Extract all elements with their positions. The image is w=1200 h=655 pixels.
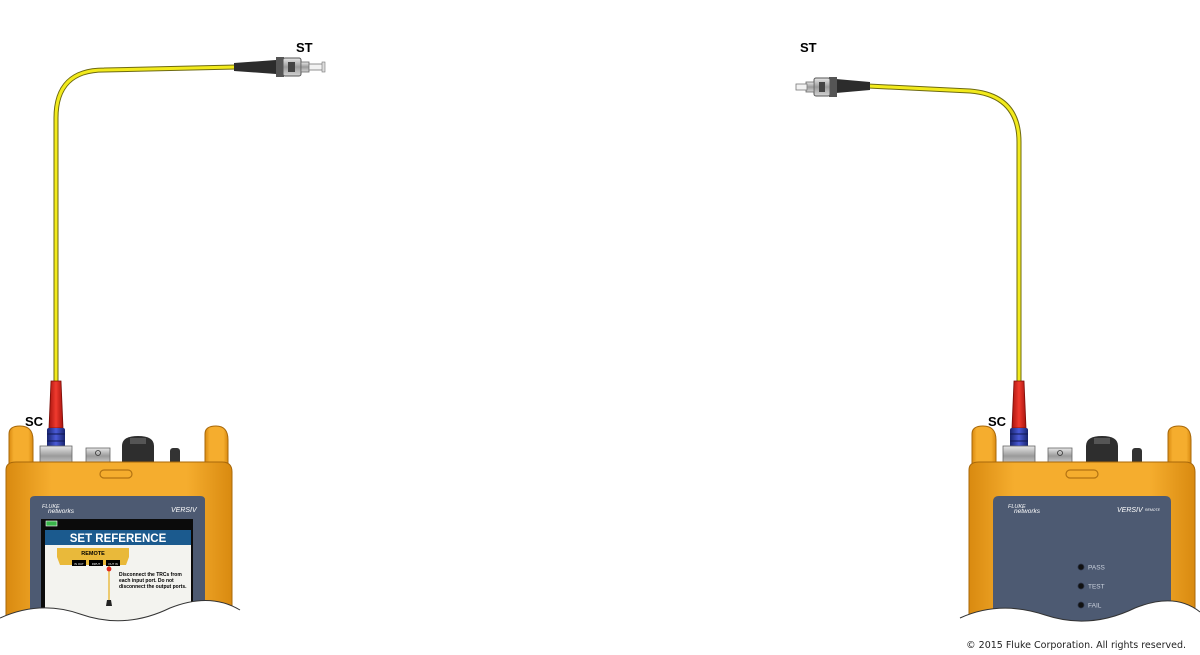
left-st-label: ST [296,40,313,55]
test-led [1077,582,1085,590]
screen-title: SET REFERENCE [70,533,167,545]
left-fiber-cable [53,64,237,382]
right-sc-connector [1010,380,1028,448]
main-tester-assembly: ST SC FLUKE networks [0,40,326,655]
main-brand-fluke: FLUKE [42,504,60,510]
screen-instruction-line-1: Disconnect the TRCs from [119,572,182,578]
right-sc-label: SC [988,414,1007,429]
pass-led-label: PASS [1088,565,1106,572]
remote-model-name: VERSIV [1117,507,1144,514]
pass-led [1077,563,1085,571]
right-st-connector [795,77,870,97]
left-st-connector [234,57,326,77]
remote-brand-fluke: FLUKE [1008,504,1026,510]
copyright-notice: © 2015 Fluke Corporation. All rights res… [966,640,1186,651]
right-st-label: ST [800,40,817,55]
screen-port-2: INPUT [92,562,101,566]
screen-port-3: OUT IN [108,562,117,566]
screen-port-1: IN OUT [74,562,84,566]
fail-led-label: FAIL [1088,603,1102,610]
main-brand-networks: networks [48,508,75,515]
screen-instruction-line-3: disconnect the output ports. [119,584,187,590]
right-fiber-cable [867,83,1022,382]
main-model-name: VERSIV [171,507,198,514]
remote-led-indicators: PASS TEST FAIL [1077,563,1106,610]
main-tester-housing: FLUKE networks VERSIV SET REFERENCE REMO… [0,425,241,655]
test-led-label: TEST [1088,584,1105,591]
remote-tester-assembly: ST SC FLUKE networks VERSIV REMOT [795,40,1200,655]
left-sc-connector [47,380,65,448]
left-sc-label: SC [25,414,44,429]
screen-remote-label: REMOTE [81,551,105,557]
remote-brand-networks: networks [1014,508,1041,515]
fail-led [1077,601,1085,609]
screen-instruction-line-2: each input port. Do not [119,578,174,584]
remote-tester-housing: FLUKE networks VERSIV REMOTE PASS TEST F… [959,425,1200,655]
remote-model-suffix: REMOTE [1145,508,1161,512]
